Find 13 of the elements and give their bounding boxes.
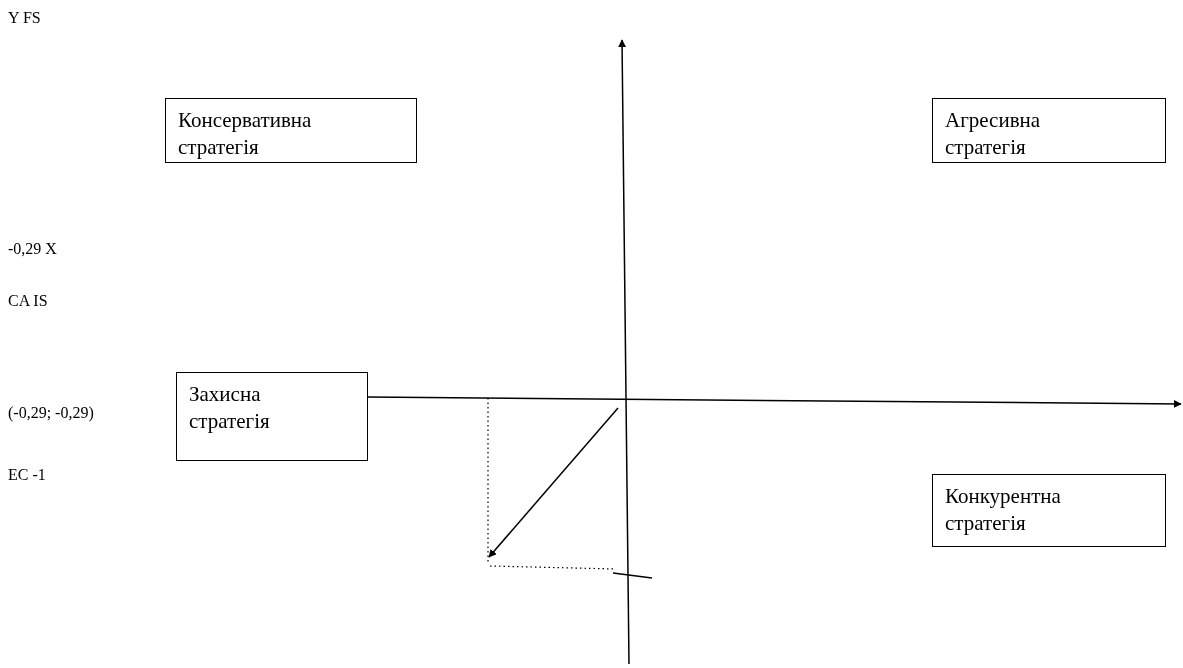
- strategy-box: [165, 98, 417, 163]
- axis-value-label: -0,29 X: [8, 240, 57, 258]
- strategy-name: Захисна стратегія: [189, 381, 271, 436]
- strategy-name: Агресивна стратегія: [945, 107, 1042, 162]
- axis-value-label: EC -1: [8, 466, 46, 484]
- strategy-box: [932, 98, 1166, 163]
- axis-value-label: Y FS: [8, 9, 41, 27]
- axis-value-label: (-0,29; -0,29): [8, 404, 94, 422]
- strategy-box: [176, 372, 368, 461]
- axis-value-label: CA IS: [8, 292, 48, 310]
- strategy-name: Конкурентна стратегія: [945, 483, 1062, 538]
- strategy-box: [932, 474, 1166, 547]
- strategy-name: Консервативна стратегія: [178, 107, 313, 162]
